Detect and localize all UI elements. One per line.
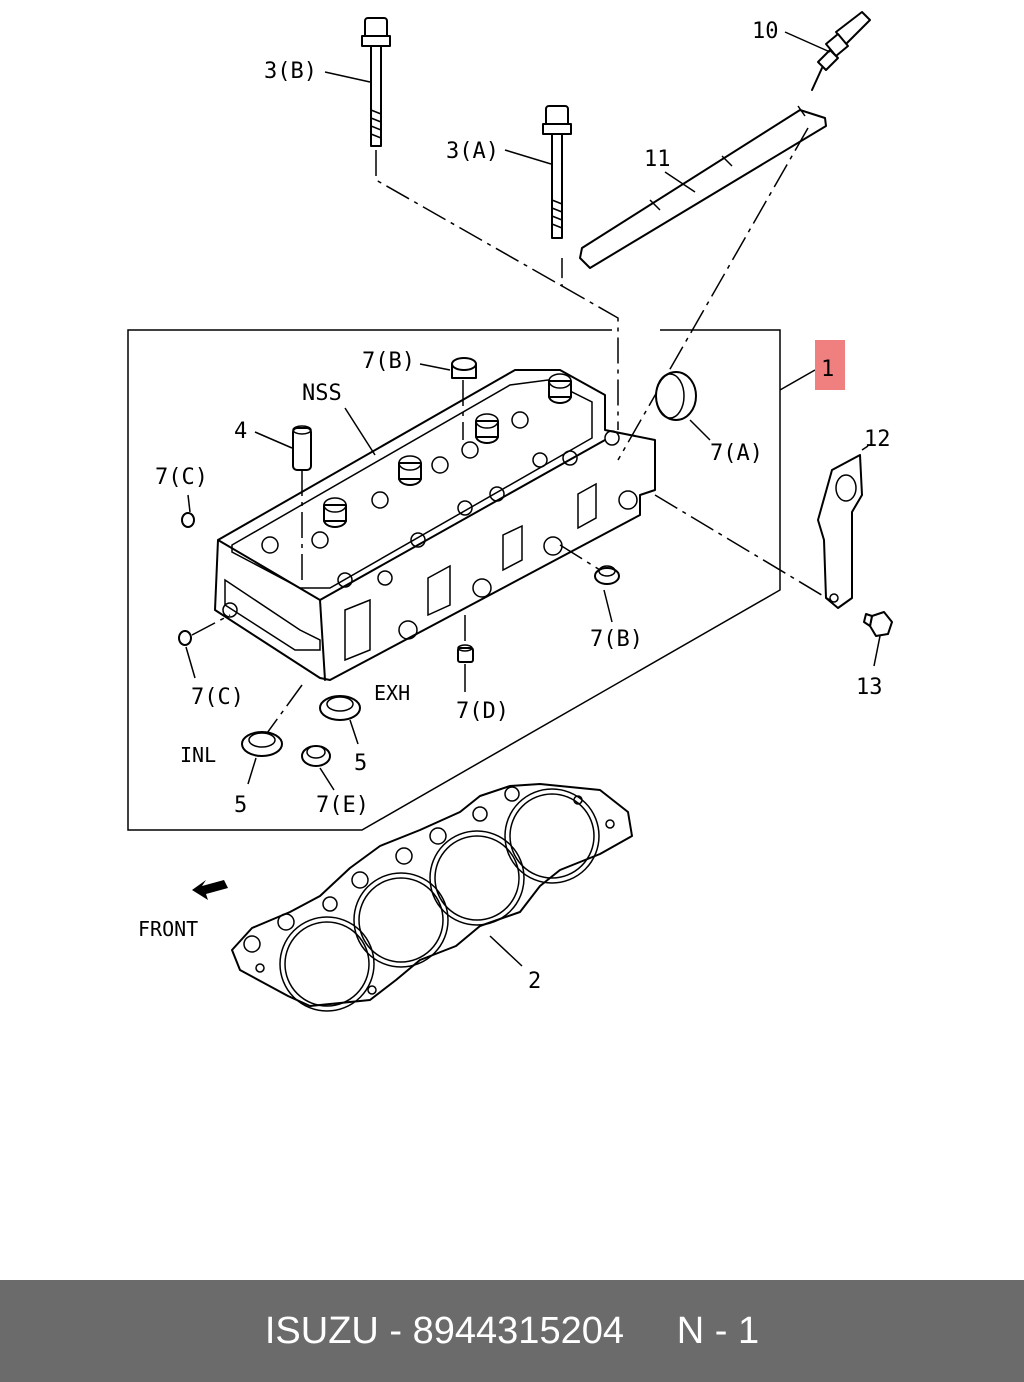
plug-7a[interactable] — [655, 371, 711, 441]
label-13: 13 — [856, 675, 883, 700]
label-4: 4 — [234, 419, 247, 444]
label-5-right: 5 — [354, 751, 367, 776]
seal-7e[interactable] — [301, 745, 335, 791]
footer-separator: - — [378, 1309, 413, 1352]
oil-seal-5-inl[interactable] — [241, 731, 283, 785]
label-12: 12 — [864, 427, 891, 452]
label-7b-top: 7(B) — [362, 349, 415, 374]
label-7e: 7(E) — [316, 793, 369, 818]
parts-diagram: 10 3(B) 3(A) 11 1 7(B) NSS 4 7(C) 7(A) 1… — [127, 11, 893, 1012]
label-3b: 3(B) — [264, 59, 317, 84]
label-nss: NSS — [302, 381, 342, 406]
head-gasket-2[interactable] — [231, 783, 633, 1012]
seal-7b-top[interactable] — [419, 357, 477, 440]
bolt-13[interactable] — [863, 611, 893, 667]
label-11: 11 — [644, 147, 671, 172]
diagram-canvas: 10 3(B) 3(A) 11 1 7(B) NSS 4 7(C) 7(A) 1… — [127, 11, 893, 1012]
footer-brand: ISUZU — [264, 1309, 379, 1352]
label-7c-bottom: 7(C) — [191, 685, 244, 710]
footer-bar: ISUZU - 8944315204 N - 1 — [0, 1280, 1024, 1382]
footer-part-number: 8944315204 — [412, 1309, 624, 1352]
footer-gap — [624, 1310, 677, 1353]
callout-labels: 10 3(B) 3(A) 11 1 7(B) NSS 4 7(C) 7(A) 1… — [138, 19, 891, 994]
connector-11[interactable] — [579, 105, 827, 269]
cylinder-head[interactable] — [214, 369, 656, 681]
highlight-box — [815, 340, 845, 390]
plug-7c-top[interactable] — [181, 494, 195, 528]
bolt-3b[interactable] — [324, 17, 391, 147]
dashed-guides — [261, 127, 831, 741]
label-front: FRONT — [138, 917, 198, 941]
assembly-frame — [127, 329, 816, 831]
bolt-3a[interactable] — [504, 105, 572, 239]
footer-quantity: N - 1 — [676, 1309, 760, 1352]
glow-plug-10[interactable] — [784, 11, 871, 91]
label-inl: INL — [180, 743, 216, 767]
plug-7c-bottom[interactable] — [178, 614, 231, 679]
label-1[interactable]: 1 — [821, 357, 834, 382]
valve-bosses — [261, 373, 620, 588]
callout-1-highlight[interactable] — [815, 340, 845, 390]
seal-7b-right[interactable] — [559, 544, 620, 623]
valve-guide-4[interactable] — [254, 425, 312, 471]
label-5-left: 5 — [234, 793, 247, 818]
label-7a: 7(A) — [710, 441, 763, 466]
label-exh: EXH — [374, 681, 410, 705]
label-7b-right: 7(B) — [590, 627, 643, 652]
label-3a: 3(A) — [446, 139, 499, 164]
label-10: 10 — [752, 19, 779, 44]
bracket-12[interactable] — [817, 445, 869, 609]
label-7d: 7(D) — [456, 699, 509, 724]
label-2: 2 — [528, 969, 541, 994]
front-arrow-icon — [192, 880, 228, 900]
label-7c-top: 7(C) — [155, 465, 208, 490]
oil-seal-5-exh[interactable] — [319, 695, 361, 745]
dowel-7d[interactable] — [457, 644, 474, 692]
